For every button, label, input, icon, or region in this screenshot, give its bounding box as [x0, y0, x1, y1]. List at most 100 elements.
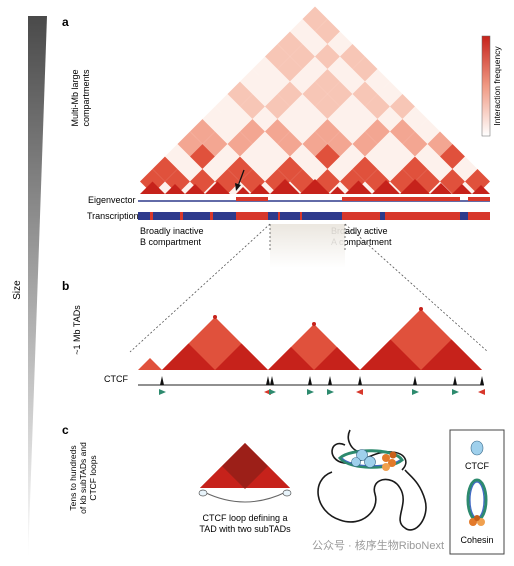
ctcf-site-marker — [308, 376, 312, 385]
interaction-frequency-legend-bar — [481, 35, 491, 137]
cohesin-legend-label: Cohesin — [460, 535, 493, 545]
size-wedge-mask — [28, 16, 47, 560]
subtad-triangle — [268, 347, 314, 370]
transcription-label: Transcription — [87, 211, 139, 221]
transcription-track — [138, 212, 490, 220]
protein-legend-box: CTCF Cohesin — [449, 429, 505, 555]
hic-tad-triangle — [452, 184, 472, 194]
transcription-active-segment — [210, 212, 213, 220]
tad-small — [138, 358, 162, 370]
transcription-active-segment — [342, 212, 380, 220]
ctcf-site-marker — [358, 376, 362, 385]
size-label: Size — [12, 280, 23, 300]
panel-b: b ~1 Mb TADs CTCF — [62, 279, 485, 395]
cohesin-ring-outer — [466, 478, 488, 522]
panel-c-side-label-3: CTCF loops — [88, 455, 98, 500]
hic-tad-triangle — [472, 185, 490, 194]
panel-b-side-label: ~1 Mb TADs — [72, 305, 82, 355]
ctcf-forward-arrow — [327, 389, 334, 395]
subtad-triangle — [162, 343, 215, 370]
tad-triangles — [138, 307, 482, 370]
ctcf-sites — [159, 376, 485, 395]
zoom-shaded-region — [270, 224, 345, 268]
ctcf-protein-1 — [356, 449, 368, 461]
transcription-active-segment — [468, 212, 490, 220]
ctcf-site-marker — [453, 376, 457, 385]
transcription-bar — [138, 212, 490, 220]
hic-diagonal-tads — [140, 179, 490, 194]
hic-tad-triangle — [250, 184, 270, 194]
panel-a: a Multi-Mb large compartments Interactio… — [62, 6, 502, 247]
eigenvector-label: Eigenvector — [88, 195, 136, 205]
panel-b-letter: b — [62, 279, 69, 293]
hic-tad-triangle — [330, 186, 345, 194]
hic-tad-triangle — [236, 187, 250, 194]
eigenvector-positive-segment — [236, 197, 268, 201]
ctcf-legend-icon — [470, 440, 484, 456]
hic-tad-triangle — [140, 181, 165, 194]
ctcf-protein-2 — [364, 456, 376, 468]
hic-tad-triangle — [372, 180, 400, 194]
subtad-caption-line-1: CTCF loop defining a — [202, 513, 287, 523]
ctcf-site-marker — [266, 376, 270, 385]
tad-corner-peak — [213, 315, 217, 319]
ctcf-anchor-left — [198, 489, 208, 497]
ctcf-site-marker — [270, 376, 274, 385]
size-axis: Size — [12, 16, 47, 560]
transcription-active-segment — [300, 212, 302, 220]
ctcf-site-marker — [413, 376, 417, 385]
transcription-active-segment — [278, 212, 280, 220]
hic-tad-triangle — [270, 179, 300, 194]
ctcf-forward-arrow — [269, 389, 276, 395]
ctcf-anchor-right — [282, 489, 292, 497]
tad-corner-peak — [419, 307, 423, 311]
hic-tad-triangle — [300, 179, 330, 194]
hic-tad-triangle — [185, 184, 205, 194]
boundary-arrow — [235, 169, 245, 191]
chromatin-loop-diagram — [317, 429, 427, 531]
ctcf-site-marker — [480, 376, 484, 385]
subtad-caption-line-2: TAD with two subTADs — [199, 524, 291, 534]
hic-checkerboard — [130, 6, 500, 206]
panel-c: c Tens to hundreds of kb subTADs and CTC… — [62, 423, 505, 555]
ctcf-site-marker — [160, 376, 164, 385]
ctcf-forward-arrow — [307, 389, 314, 395]
hic-triangle-multi-mb — [130, 6, 500, 206]
cohesin-complex — [382, 451, 397, 471]
subtad-triangle — [360, 339, 421, 370]
ctcf-site-marker — [328, 376, 332, 385]
tad-corner-peak — [312, 322, 316, 326]
watermark: 公众号 · 核序生物RiboNext — [312, 538, 444, 552]
zoom-a-to-b — [129, 223, 489, 353]
ctcf-legend-label: CTCF — [465, 461, 489, 471]
transcription-active-segment — [180, 212, 183, 220]
hic-tad-triangle — [165, 184, 185, 194]
hic-tad-triangle — [205, 181, 230, 194]
ctcf-forward-arrow — [452, 389, 459, 395]
panel-c-letter: c — [62, 423, 69, 437]
subtad-triangle — [198, 443, 292, 503]
transcription-active-segment — [150, 212, 153, 220]
subtad-triangle — [215, 343, 268, 370]
transcription-active-segment — [385, 212, 460, 220]
panel-c-side-label-1: Tens to hundreds — [68, 445, 78, 510]
ctcf-forward-arrow — [159, 389, 166, 395]
interaction-frequency-label: Interaction frequency — [492, 46, 502, 126]
ctcf-reverse-arrow — [356, 389, 363, 395]
subtad-triangle — [314, 347, 360, 370]
eigenvector-track — [138, 197, 490, 202]
hic-tad-triangle — [430, 183, 452, 194]
panel-a-letter: a — [62, 15, 69, 29]
compartment-a-line-2: A compartment — [331, 237, 392, 247]
subtad-triangle — [421, 339, 482, 370]
eigenvector-positive-segment — [468, 197, 490, 201]
panel-c-side-label-2: of kb subTADs and — [78, 442, 88, 514]
cohesin-ring-inner — [469, 481, 485, 519]
panel-a-side-label-2: compartments — [81, 69, 91, 127]
chromatin-fiber — [317, 429, 427, 531]
transcription-active-segment — [236, 212, 268, 220]
hic-tad-triangle — [345, 180, 372, 194]
compartment-b-line-1: Broadly inactive — [140, 226, 204, 236]
ctcf-track-label: CTCF — [104, 374, 128, 384]
ctcf-protein-3 — [351, 457, 361, 467]
